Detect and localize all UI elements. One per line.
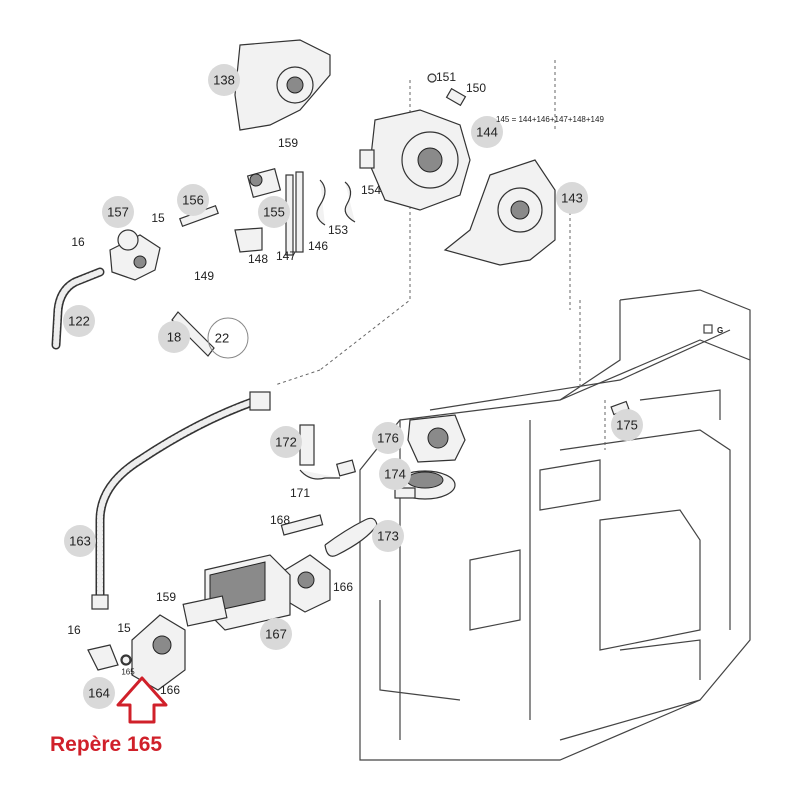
- part-165-washer: [120, 654, 132, 666]
- label-159: 159: [278, 136, 298, 150]
- label-166-right: 166: [333, 580, 353, 594]
- part-148-clip: [234, 227, 263, 253]
- part-145-valve-body: [359, 109, 471, 211]
- label-15: 15: [151, 211, 165, 225]
- callout-176: 176: [372, 422, 404, 454]
- callout-157: 157: [102, 196, 134, 228]
- part-166-mount: [131, 554, 331, 691]
- part-138-bracket: [234, 39, 331, 131]
- svg-text:18: 18: [167, 330, 181, 345]
- svg-text:176: 176: [377, 431, 399, 446]
- svg-text:144: 144: [476, 125, 498, 140]
- label-16-lower: 16: [67, 623, 81, 637]
- part-176-component: [407, 414, 466, 463]
- svg-text:122: 122: [68, 314, 90, 329]
- highlight-caption: Repère 165: [50, 733, 163, 756]
- callout-122: 122: [63, 305, 95, 337]
- callout-156: 156: [177, 184, 209, 216]
- callout-144: 144: [471, 116, 503, 148]
- part-155-fitting: [246, 168, 282, 198]
- label-166-lower: 166: [160, 683, 180, 697]
- callout-175: 175: [611, 409, 643, 441]
- svg-text:157: 157: [107, 205, 129, 220]
- part-172-sensor: [299, 424, 357, 480]
- callout-143: 143: [556, 182, 588, 214]
- label-147: 147: [276, 249, 296, 263]
- svg-text:156: 156: [182, 193, 204, 208]
- callout-164: 164: [83, 677, 115, 709]
- svg-text:164: 164: [88, 686, 110, 701]
- label-146: 146: [308, 239, 328, 253]
- svg-text:174: 174: [384, 467, 406, 482]
- label-16: 16: [71, 235, 85, 249]
- grid-reference: G: [717, 326, 724, 335]
- callout-138: 138: [208, 64, 240, 96]
- callout-173: 173: [372, 520, 404, 552]
- part-18-probe: [171, 311, 215, 357]
- svg-text:163: 163: [69, 534, 91, 549]
- svg-text:173: 173: [377, 529, 399, 544]
- label-168: 168: [270, 513, 290, 527]
- label-159-lower: 159: [156, 590, 176, 604]
- label-171: 171: [290, 486, 310, 500]
- part-122-pipe: [51, 267, 105, 350]
- svg-text:167: 167: [265, 627, 287, 642]
- callout-18: 18: [158, 321, 190, 353]
- part-163-hose: [91, 391, 271, 610]
- label-150: 150: [466, 81, 486, 95]
- callout-155: 155: [258, 196, 290, 228]
- label-154: 154: [361, 183, 381, 197]
- part-150-screw: [427, 73, 467, 107]
- part-168-173-tubes: [280, 514, 378, 557]
- part-167-pump: [182, 554, 291, 631]
- callout-167: 167: [260, 618, 292, 650]
- label-148: 148: [248, 252, 268, 266]
- part-143-bracket: [443, 159, 556, 266]
- label-15-lower: 15: [117, 621, 131, 635]
- assembly-formula: 145 = 144+146+147+148+149: [496, 115, 604, 124]
- callout-174: 174: [379, 458, 411, 490]
- callout-163: 163: [64, 525, 96, 557]
- label-149: 149: [194, 269, 214, 283]
- callout-22: 22: [207, 317, 249, 359]
- label-165: 165: [121, 668, 135, 677]
- svg-text:175: 175: [616, 418, 638, 433]
- label-153: 153: [328, 223, 348, 237]
- part-157-valve: [109, 229, 161, 281]
- svg-text:138: 138: [213, 73, 235, 88]
- part-164-elbow: [87, 644, 131, 671]
- label-151: 151: [436, 70, 456, 84]
- svg-text:143: 143: [561, 191, 583, 206]
- machine-frame: [359, 289, 751, 761]
- svg-text:22: 22: [215, 331, 229, 346]
- svg-text:155: 155: [263, 205, 285, 220]
- callout-172: 172: [270, 426, 302, 458]
- arrow-up-icon: [116, 676, 168, 724]
- svg-text:172: 172: [275, 435, 297, 450]
